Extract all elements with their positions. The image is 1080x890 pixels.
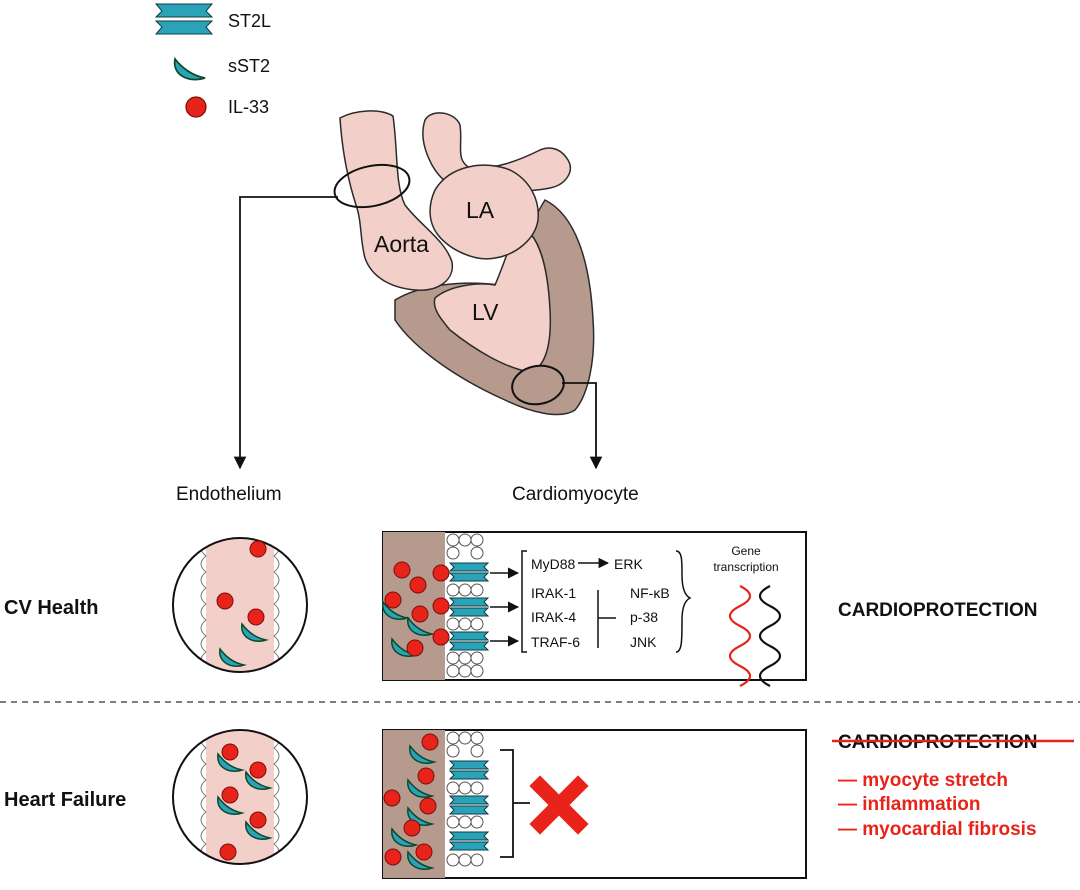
- legend-sst2-label: sST2: [228, 56, 270, 76]
- cardioprotection-lost-outcome: CARDIOPROTECTION: [838, 732, 1038, 753]
- traf6-label: TRAF-6: [531, 634, 580, 650]
- gene-label-line1: Gene: [731, 544, 761, 558]
- sst2-soluble-icon: [173, 56, 206, 81]
- il33-ligand-icon: [185, 96, 207, 118]
- blocked-cross-icon: [529, 775, 589, 835]
- cardiomyocyte-health-panel: [382, 531, 807, 687]
- consequence-myocardial-fibrosis: — myocardial fibrosis: [838, 819, 1037, 840]
- cardiomyocyte-callout-circle: [511, 364, 565, 406]
- gene-label-line2: transcription: [713, 560, 778, 574]
- cardiomyocyte-label: Cardiomyocyte: [512, 484, 639, 505]
- endothelium-callout-circle: [333, 163, 411, 209]
- irak4-label: IRAK-4: [531, 609, 576, 625]
- dna-helix-icon: [728, 585, 782, 687]
- left-ventricle-label: LV: [472, 299, 499, 325]
- legend-il33-label: IL-33: [228, 97, 269, 117]
- myd88-label: MyD88: [531, 556, 576, 572]
- endothelium-connector-arrow: [233, 196, 338, 470]
- aorta-label: Aorta: [374, 231, 429, 257]
- p38-label: p-38: [630, 609, 658, 625]
- cardiomyocyte-failure-panel: [382, 729, 807, 879]
- st2l-receptor-icon: [154, 3, 214, 35]
- cardiomyocyte-connector-arrow: [562, 382, 603, 470]
- left-ventricle-chamber: [433, 224, 552, 373]
- left-atrium-label: LA: [466, 197, 495, 223]
- cv-health-label: CV Health: [4, 597, 98, 619]
- endothelium-label: Endothelium: [176, 484, 282, 505]
- aorta: [339, 110, 453, 291]
- legend-st2l-label: ST2L: [228, 11, 271, 31]
- legend: ST2L sST2 IL-33: [154, 3, 271, 118]
- heart-illustration: [333, 110, 595, 416]
- irak1-label: IRAK-1: [531, 585, 576, 601]
- nfkb-label: NF-κB: [630, 585, 670, 601]
- heart-failure-label: Heart Failure: [4, 789, 126, 811]
- cardioprotection-outcome: CARDIOPROTECTION: [838, 600, 1038, 621]
- left-atrium: [429, 164, 539, 260]
- jnk-label: JNK: [630, 634, 657, 650]
- endothelium-failure-circle: [172, 729, 308, 865]
- erk-label: ERK: [614, 556, 643, 572]
- consequence-myocyte-stretch: — myocyte stretch: [838, 770, 1008, 791]
- endothelium-health-circle: [172, 537, 308, 673]
- consequence-inflammation: — inflammation: [838, 794, 981, 815]
